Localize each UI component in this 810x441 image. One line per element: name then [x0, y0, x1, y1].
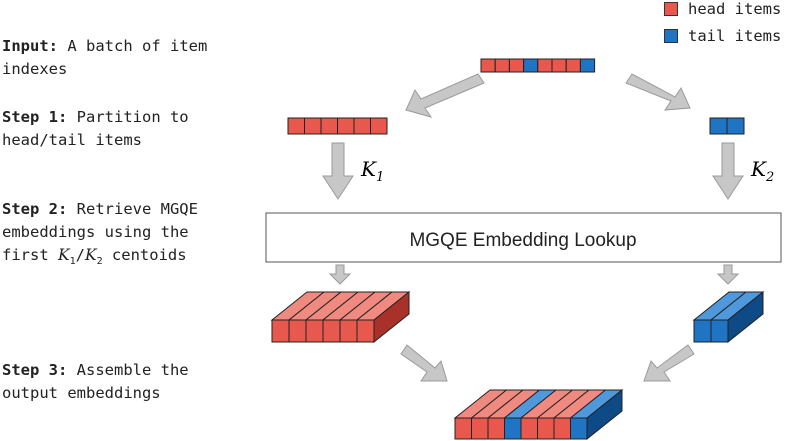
head-cell [565, 58, 581, 73]
head-cell-front [537, 417, 555, 440]
step1-rest: Partition to [67, 108, 189, 126]
step2-k2: K [84, 246, 97, 264]
lookup-label: MGQE Embedding Lookup [409, 230, 636, 251]
step2-k1-sub: 1 [69, 256, 76, 268]
head-cell [337, 117, 355, 135]
head-cell [480, 58, 496, 73]
head-partition-bar [287, 117, 388, 135]
step3-bold: Step 3: [2, 361, 68, 379]
head-cell-front [305, 319, 324, 343]
head-cell [537, 58, 553, 73]
step2-text: Step 2: Retrieve MGQE embeddings using t… [2, 198, 198, 273]
tail-embeddings-block [692, 290, 765, 344]
head-cell [551, 58, 567, 73]
head-cell [320, 117, 338, 135]
input-sequence [480, 58, 596, 73]
legend-head: head items [664, 0, 781, 18]
step3-rest: Assemble the [67, 361, 189, 379]
output-embeddings-block [453, 388, 624, 441]
head-cell-front [553, 417, 571, 440]
head-cell-front [356, 319, 375, 343]
tail-cell [709, 117, 728, 135]
tail-cell [523, 58, 539, 73]
tail-swatch-icon [664, 29, 678, 43]
legend-tail-label: tail items [688, 27, 782, 45]
arrow-k1-icon [322, 142, 354, 200]
head-cell-front [487, 417, 505, 440]
arrow-head-to-output-icon [400, 344, 448, 382]
tail-cell-front [570, 417, 588, 440]
tail-cell-front [504, 417, 522, 440]
head-cell [494, 58, 510, 73]
step2-line2: embeddings using the [2, 223, 189, 241]
legend-head-label: head items [688, 0, 782, 18]
step2-line3-pre: first [2, 246, 58, 264]
head-cell-front [339, 319, 358, 343]
head-cell [370, 117, 388, 135]
step2-k2-sub: 2 [96, 256, 103, 268]
arrow-tail-to-output-icon [643, 344, 695, 382]
legend-tail: tail items [664, 27, 781, 45]
head-cell-front [322, 319, 341, 343]
head-cell-front [271, 319, 290, 343]
arrow-to-head-icon [405, 73, 485, 118]
head-embeddings-block [270, 290, 411, 344]
step2-k1: K [58, 246, 70, 264]
tail-partition-bar [709, 117, 745, 135]
step-input-text: Input: A batch of item indexes [2, 35, 207, 81]
head-cell-front [520, 417, 538, 440]
head-cell [304, 117, 322, 135]
arrow-head-embed-icon [328, 264, 352, 285]
arrow-to-tail-icon [625, 73, 691, 111]
step2-slash: / [75, 246, 85, 264]
k1-label: K1 [360, 157, 384, 185]
tail-cell [579, 58, 596, 73]
tail-cell-front [693, 319, 712, 343]
tail-cell-front [710, 319, 729, 343]
head-cell-front [454, 417, 472, 440]
step2-line3-post: centoids [102, 246, 187, 264]
head-cell [508, 58, 525, 73]
step3-line2: output embeddings [2, 384, 161, 402]
step-input-bold: Input: [2, 37, 58, 55]
head-cell-front [471, 417, 489, 440]
head-cell-front [288, 319, 307, 343]
step1-bold: Step 1: [2, 108, 68, 126]
tail-cell [726, 117, 745, 135]
k2-label: K2 [750, 157, 774, 185]
head-cell [287, 117, 305, 135]
arrow-k2-icon [712, 142, 744, 200]
step1-line2: head/tail items [2, 131, 142, 149]
step2-bold: Step 2: [2, 200, 68, 218]
step-input-rest: A batch of item [58, 37, 208, 55]
step-input-line2: indexes [2, 60, 68, 78]
step3-text: Step 3: Assemble the output embeddings [2, 359, 189, 405]
head-cell [353, 117, 371, 135]
head-swatch-icon [664, 2, 678, 16]
step2-rest: Retrieve MGQE [67, 200, 198, 218]
arrow-tail-embed-icon [716, 264, 740, 285]
step1-text: Step 1: Partition to head/tail items [2, 106, 189, 152]
lookup-box [265, 212, 782, 263]
